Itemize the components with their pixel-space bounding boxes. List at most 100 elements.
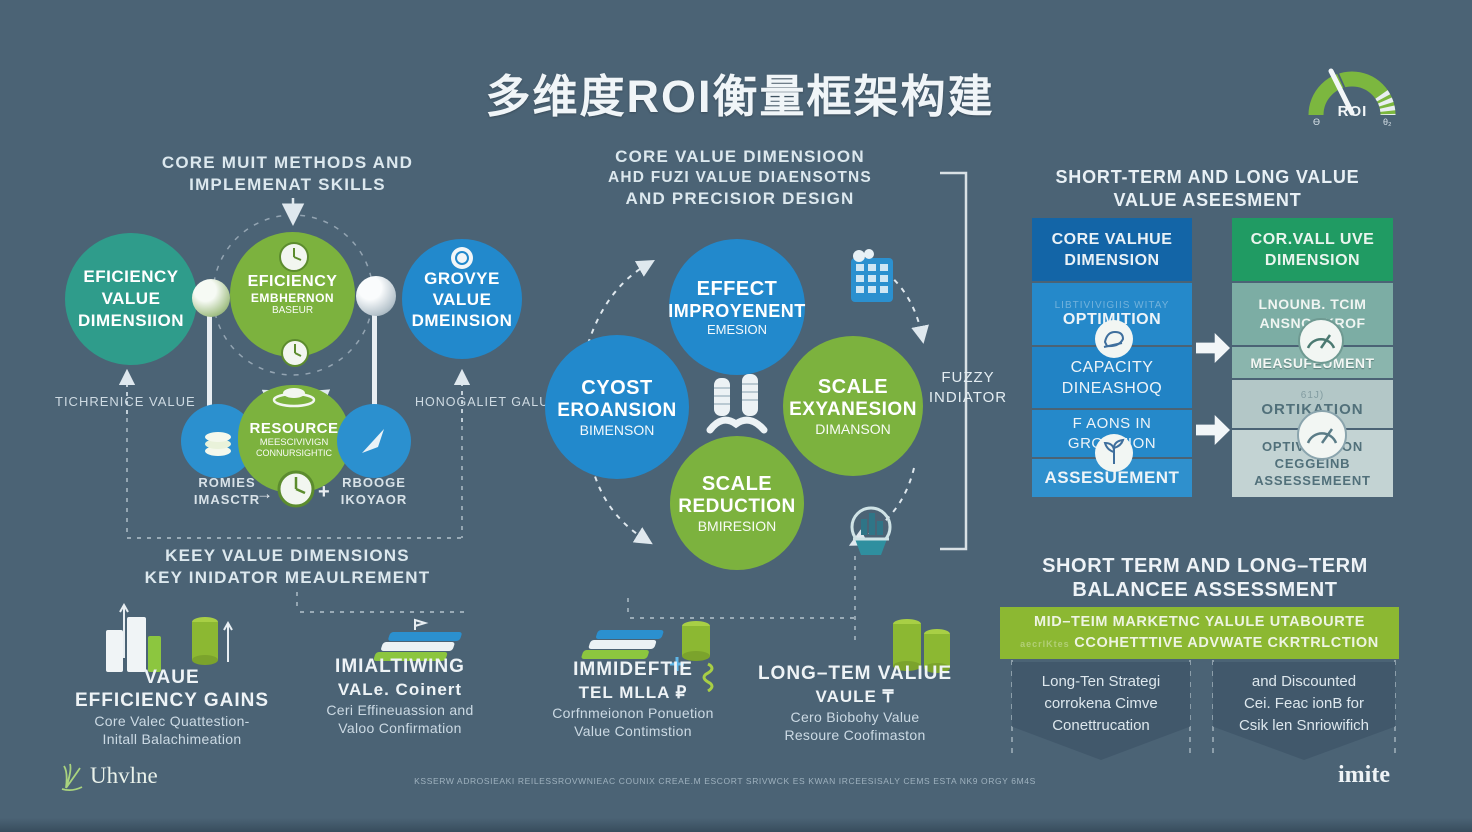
- box-line: COR.VALL UVE: [1250, 230, 1375, 248]
- roi-gauge: ROI ϴ θ₂: [1295, 45, 1410, 135]
- left-section-header: CORE MUIT METHODS AND IMPLEMENAT SKILLS: [90, 152, 485, 196]
- roi-gauge-tick-right: θ₂: [1383, 117, 1392, 127]
- middle-section-header: CORE VALUE DIMENSIOON AHD FUZI VALUE DIA…: [555, 146, 925, 209]
- fuzzy-indicator-label: FUZZY INDIATOR: [922, 368, 1014, 408]
- faint-line: 61J): [1300, 390, 1325, 401]
- circle-line: VALUE: [101, 289, 161, 308]
- circle-line: SCALE: [817, 375, 889, 398]
- key-value-header: KEEY VALUE DIMENSIONS KEY INIDATOR MEAUL…: [90, 545, 485, 589]
- mid-term-banner: MID–TEIM MARKETNC YALULE UTABOURTE aecrl…: [1000, 607, 1399, 659]
- box-line: DIMENSION: [1064, 251, 1160, 269]
- circle-line: CYOST: [581, 376, 653, 399]
- balance-assessment-header: SHORT TERM AND LONG–TERM BALANCEE ASSESS…: [1005, 554, 1405, 602]
- roi-gauge-icon: [1308, 68, 1396, 116]
- sprout-icon: [1095, 434, 1133, 472]
- circle-line: DMEINSION: [411, 310, 513, 330]
- header-line: BALANCEE ASSESSMENT: [1072, 579, 1338, 601]
- circle-line: IMPROYENENT: [668, 300, 806, 321]
- right-header-line2: VALUE ASEESMENT: [1113, 190, 1302, 210]
- box-line: F AONS IN: [1072, 414, 1152, 432]
- bottom-metric-initial-timing: IMIALTIWING VALe. Coinert Ceri Effineuas…: [285, 655, 515, 737]
- circle-line: MEESCIVIVIGN: [259, 437, 329, 448]
- clock-icon: [277, 470, 315, 508]
- pennant-line: Long-Ten Strategi: [1041, 673, 1161, 690]
- indicator-circle: [337, 404, 411, 478]
- banner-prefix: aecrlKtes: [1020, 638, 1070, 649]
- label-line: IMASCTR: [193, 492, 261, 507]
- middle-header-line2: AHD FUZI VALUE DIAENSOTNS: [608, 169, 872, 186]
- roi-gauge-label: ROI: [1337, 103, 1368, 120]
- scale-expansion-circle: SCALE EXYANESION DIMANSON: [783, 336, 923, 476]
- metric-title: VAUE: [144, 667, 200, 688]
- metric-subtitle: Value Contimstion: [574, 723, 692, 739]
- label-line: IKOYAOR: [340, 492, 408, 507]
- label-line: INDIATOR: [928, 389, 1008, 406]
- circle-line: BIMENSON: [579, 421, 655, 438]
- left-header-line1: CORE MUIT METHODS AND: [161, 153, 414, 172]
- plus-glyph: +: [318, 481, 330, 503]
- needle-icon: [362, 429, 384, 453]
- middle-header-line1: CORE VALUE DIMENSIOON: [615, 147, 865, 166]
- key-header-line1: KEEY VALUE DIMENSIONS: [165, 546, 410, 565]
- circle-line: VALUE: [432, 289, 492, 309]
- metric-title: LONG–TEM VALIUE: [757, 663, 953, 684]
- metric-subtitle: Valoo Confirmation: [338, 720, 462, 736]
- bottom-metric-immediate: IMMIDEFTIE TEL MLLA ₽ Corfnmeionon Ponue…: [513, 658, 753, 740]
- box-line: OPTIMITION: [1062, 310, 1162, 328]
- label-line: ROMIES: [198, 475, 256, 490]
- box-line: DINEASHOQ: [1061, 379, 1163, 397]
- circle-line: GROVYE: [424, 268, 500, 288]
- pomies-imasctr-label: ROMIES IMASCTR: [183, 474, 271, 508]
- circle-line: BASEUR: [271, 305, 314, 316]
- layered-stack-icon: [373, 618, 462, 661]
- box-line: LNOUNB. TCIM: [1258, 296, 1367, 312]
- efficiency-center-circle: EFICIENCY EMBHERNON BASEUR: [230, 232, 355, 357]
- circle-line: RESOURCE: [249, 420, 339, 437]
- footer-logo-left: Uhvlne: [58, 760, 158, 792]
- roi-gauge-tick-left: ϴ: [1313, 117, 1321, 127]
- globe-icon: [451, 247, 473, 269]
- circle-line: EFFECT: [696, 277, 778, 300]
- metric-subtitle: Core Valec Quattestion-: [94, 713, 250, 729]
- clock-icon: [281, 339, 309, 367]
- circle-line: CONNURSIGHTIC: [256, 448, 332, 458]
- box-line: CAPACITY: [1070, 358, 1154, 376]
- metric-subtitle: Cero Biobohy Value: [790, 709, 920, 725]
- honogaliet-galus-label: HONOGALIET GALUS: [415, 395, 559, 409]
- pennant-line: and Discounted: [1251, 673, 1357, 690]
- metric-subtitle: Initall Balachimeation: [102, 731, 242, 747]
- bar-chart-icon: [106, 602, 233, 672]
- faint-line: LIBTIVIVIGIIS WITAY: [1054, 299, 1170, 311]
- box-line: DIMENSION: [1264, 251, 1361, 269]
- metric-title: IMMIDEFTIE: [573, 659, 693, 680]
- box-line: ASSESSEMEENT: [1254, 473, 1371, 488]
- label-line: FUZZY: [941, 369, 995, 386]
- scale-reduction-circle: SCALE REDUCTION BMIRESION: [670, 436, 804, 570]
- circle-line: DIMANSON: [815, 420, 891, 437]
- pennant-line: Cei. Feac ionB for: [1243, 695, 1365, 712]
- speedometer-icon: [1298, 318, 1344, 364]
- circle-line: EMBHERNON: [250, 291, 335, 305]
- hat-icon: [272, 388, 316, 408]
- coin-stacks-icon: [893, 619, 950, 673]
- bottom-edge-shade: [0, 818, 1472, 832]
- efficiency-value-dimension-circle: EFICIENCY VALUE DIMENSIION: [65, 233, 197, 365]
- building-icon: [851, 249, 893, 302]
- footer-logo-right: imite: [1338, 762, 1390, 788]
- metric-subtitle: Resoure Coofimaston: [784, 727, 926, 743]
- core-value-dimension-box-green: COR.VALL UVE DIMENSION: [1232, 218, 1393, 281]
- metric-title: TEL MLLA ₽: [578, 683, 688, 702]
- brain-icon: [1095, 320, 1133, 358]
- left-header-line2: IMPLEMENAT SKILLS: [189, 175, 386, 194]
- bottom-metric-value-efficiency: VAUE EFFICIENCY GAINS Core Valec Quattes…: [42, 666, 302, 748]
- pennant-line: Csik len Snriowifich: [1238, 717, 1370, 734]
- banner-line2-wrap: aecrlKtes CCOHETTTIVE ADVWATE CKRTRLCTIO…: [1020, 633, 1379, 655]
- box-line: ORTIKATION: [1261, 401, 1364, 418]
- circle-line: EFICIENCY: [83, 267, 179, 286]
- speedometer-icon: [1297, 410, 1347, 460]
- rbooge-ikoyaor-label: RBOOGE IKOYAOR: [330, 474, 418, 508]
- header-line: SHORT TERM AND LONG–TERM: [1042, 555, 1368, 577]
- growth-value-dimension-circle: GROVYE VALUE DMEINSION: [402, 239, 522, 359]
- layers-coins-icon: [581, 621, 714, 692]
